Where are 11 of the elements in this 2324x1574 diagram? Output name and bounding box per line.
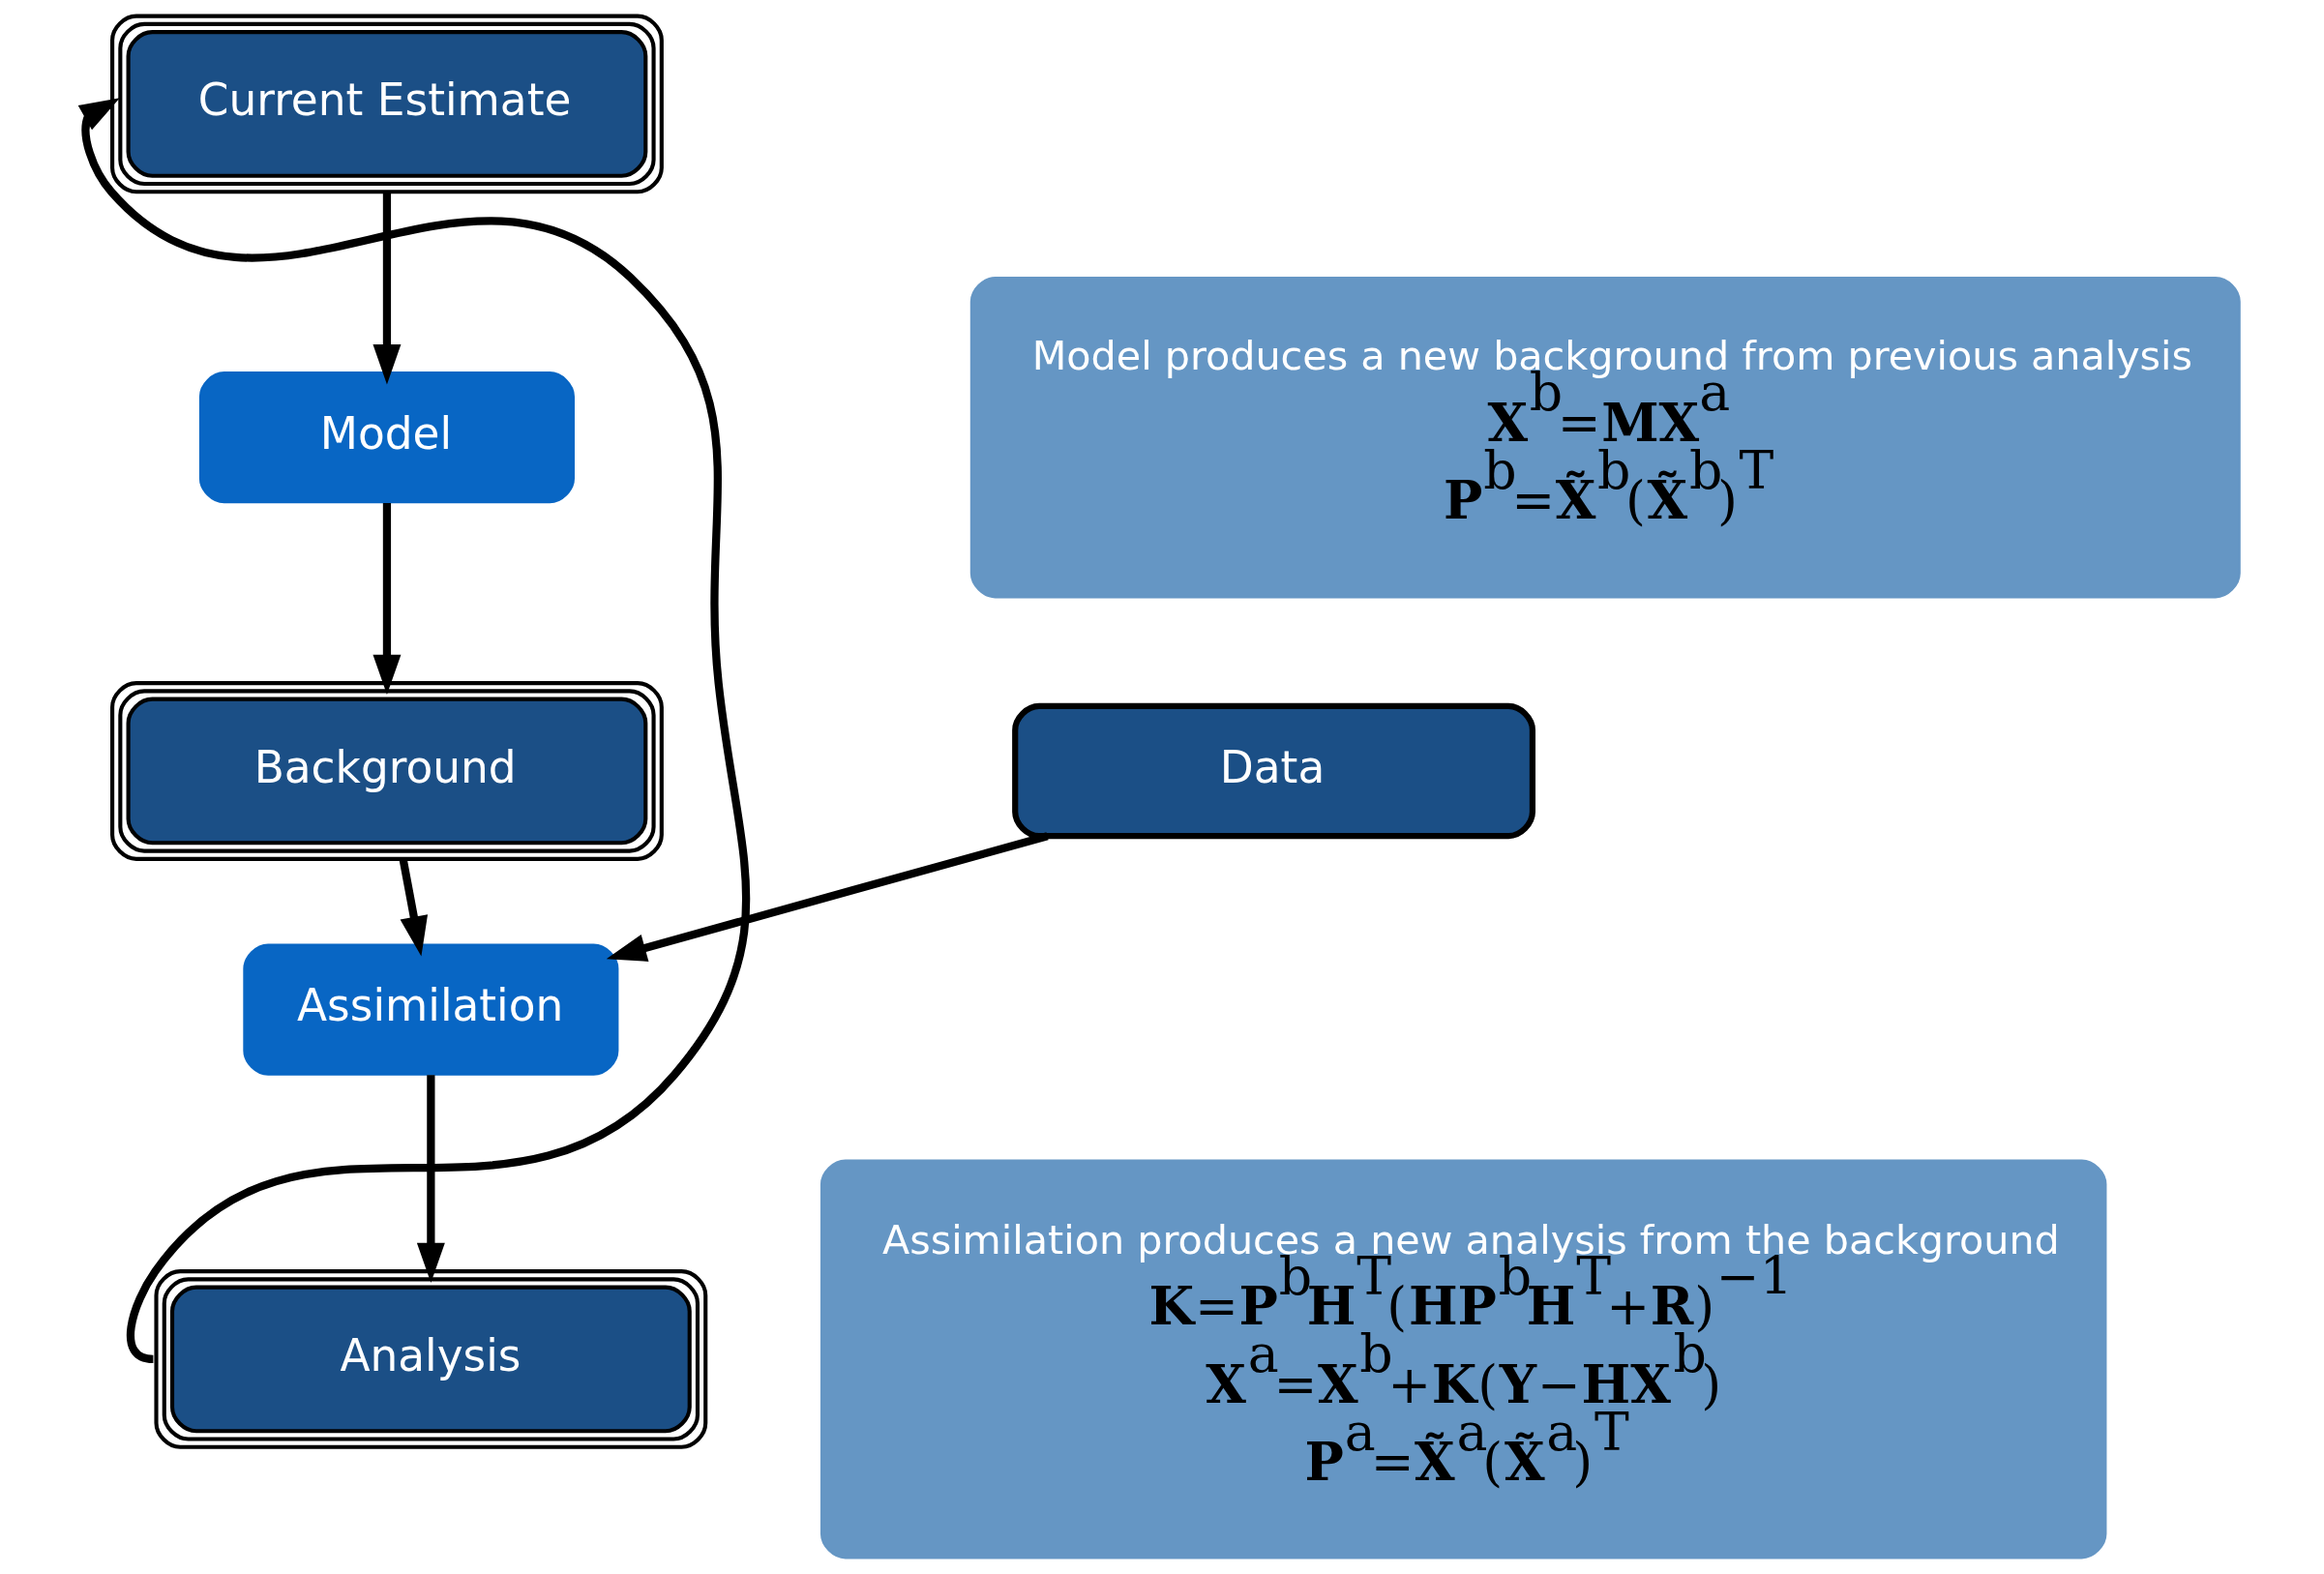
node-box: Analysis: [153, 1269, 707, 1449]
node-box: Current Estimate: [109, 14, 664, 194]
node-box: Assimilation: [242, 943, 618, 1076]
node-box: Model: [198, 371, 575, 504]
arrow: [399, 858, 428, 957]
arrow: [606, 832, 1049, 962]
arrow: [416, 1075, 445, 1284]
arrow: [372, 193, 401, 385]
node-box: Background: [109, 681, 664, 861]
arrow: [372, 502, 401, 696]
node-box: Data: [1011, 702, 1535, 840]
